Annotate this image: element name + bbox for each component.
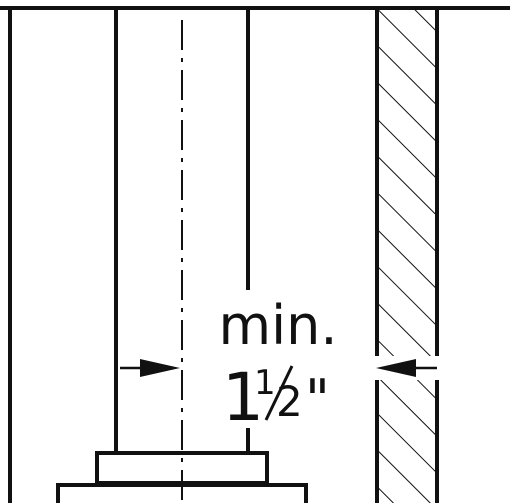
dimension-unit: " (305, 368, 330, 431)
dimension-denominator: 2 (276, 377, 303, 426)
fixture-body (114, 8, 250, 453)
dimension-numerator: 1 (254, 363, 276, 403)
dimension-prefix: min. (219, 294, 338, 357)
right-arrowhead (376, 359, 416, 377)
label-backdrop (205, 290, 365, 428)
dimension-whole: 1 (222, 359, 264, 436)
fraction-slash (264, 365, 294, 421)
dimension-arrows (120, 359, 437, 377)
left-arrowhead (140, 359, 180, 377)
wall-section (375, 8, 439, 503)
